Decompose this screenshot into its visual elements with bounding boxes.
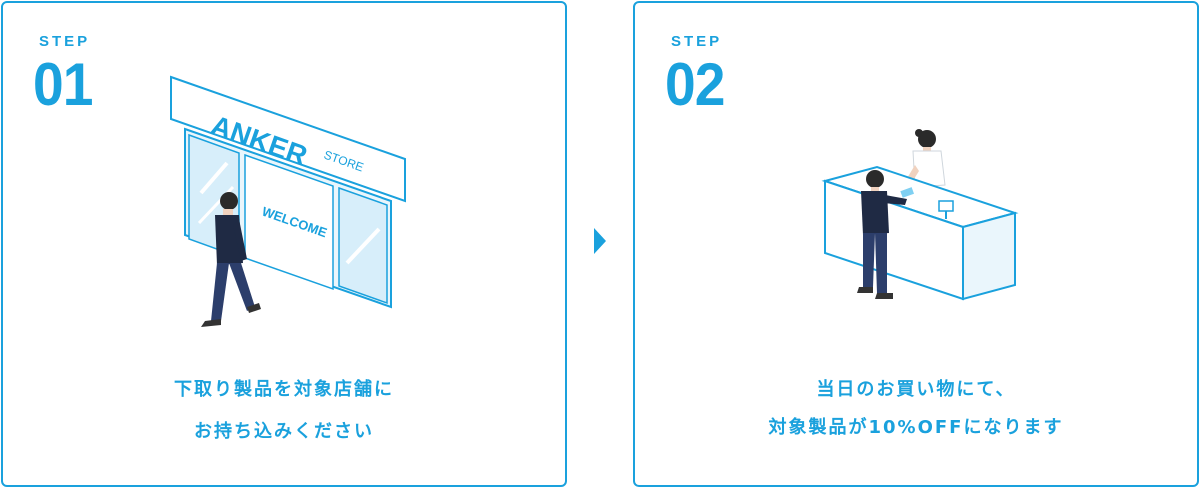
counter-side [962,211,1016,301]
step-01-card: STEP 01 ANKER STORE WELCOME 下取り製品を対象店舗に [1,1,567,487]
entrance-door [244,153,334,291]
store-sign-board [170,75,406,203]
step-number: 01 [33,51,93,118]
step-label: STEP [671,33,723,50]
smartphone [900,187,915,198]
counter-illustration [821,129,1019,301]
payment-terminal [938,200,954,212]
step-02-card: STEP 02 当日のお買い物にて [633,1,1199,487]
triangle-right-icon [594,228,606,254]
step-01-caption-line2: お持ち込みください [194,421,374,442]
step-01-caption-line1: 下取り製品を対象店舗に [174,379,394,400]
step-label: STEP [39,33,91,50]
step-number: 02 [665,51,725,118]
step-02-caption-line1: 当日のお買い物にて、 [816,379,1016,400]
customer-person [857,170,907,299]
step-02-caption-line2: 対象製品が10%OFFになります [768,417,1064,438]
walking-person [201,192,261,327]
store-illustration: ANKER STORE WELCOME [170,75,406,327]
